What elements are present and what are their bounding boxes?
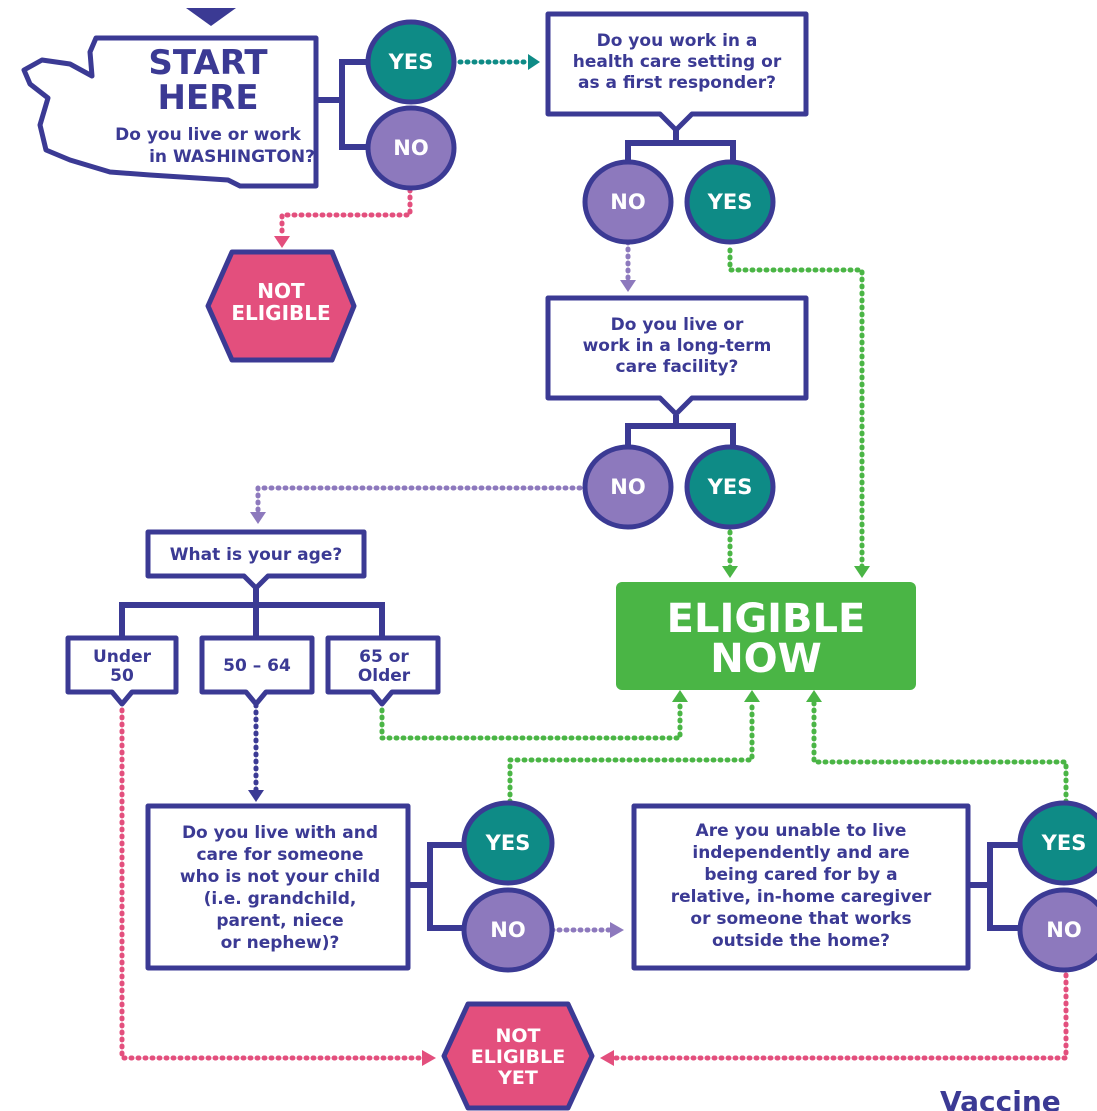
connector-no-to-age bbox=[255, 485, 583, 517]
start-question-line1: Do you live or work bbox=[115, 125, 301, 145]
start-question-line2: in WASHINGTON? bbox=[149, 147, 315, 167]
footer-partial-text: Vaccine bbox=[940, 1085, 1061, 1111]
age-under50-line1: Under bbox=[93, 647, 152, 667]
care-question-line1: Do you live with and bbox=[182, 823, 378, 843]
connector-care-yes-to-eligible bbox=[507, 699, 755, 805]
care-question-line2: care for someone bbox=[196, 845, 363, 865]
independent-question-line5: or someone that works bbox=[690, 909, 911, 929]
independent-yes-circle: YES bbox=[1017, 800, 1097, 886]
not-eligible-line1: NOT bbox=[257, 279, 305, 303]
health-question-line3: as a first responder? bbox=[578, 73, 776, 93]
connector-indep-no-to-not-yet bbox=[609, 972, 1069, 1061]
start-no-circle: NO bbox=[365, 105, 457, 191]
health-no-label: NO bbox=[610, 190, 645, 214]
care-question-line5: parent, niece bbox=[216, 911, 343, 931]
age-50-64-label: 50 – 64 bbox=[223, 656, 291, 676]
independent-yes-label: YES bbox=[1041, 831, 1087, 855]
start-title-line2: HERE bbox=[157, 78, 258, 118]
connector-no-to-not-eligible bbox=[279, 187, 413, 239]
not-eligible-line2: ELIGIBLE bbox=[231, 301, 330, 325]
independent-question-node: Are you unable to live independently and… bbox=[631, 803, 971, 971]
connector-health-yes-to-eligible bbox=[727, 247, 865, 571]
age-question-label: What is your age? bbox=[170, 545, 342, 565]
independent-question-line6: outside the home? bbox=[712, 931, 890, 951]
age-option-under-50: Under 50 bbox=[65, 635, 179, 707]
ltc-question-line3: care facility? bbox=[616, 357, 739, 377]
health-question-line1: Do you work in a bbox=[597, 31, 758, 51]
health-question-line2: health care setting or bbox=[573, 52, 782, 72]
care-yes-label: YES bbox=[485, 831, 531, 855]
washington-outline-icon bbox=[21, 35, 319, 189]
age-option-50-64: 50 – 64 bbox=[199, 635, 315, 707]
start-pointer-icon bbox=[186, 8, 236, 26]
start-no-label: NO bbox=[393, 136, 428, 160]
age-65-line1: 65 or bbox=[359, 647, 409, 667]
arrowheads bbox=[248, 54, 870, 1066]
health-yes-circle: YES bbox=[684, 159, 776, 245]
connector-under50-to-not-yet bbox=[119, 707, 427, 1061]
independent-question-line4: relative, in-home caregiver bbox=[671, 887, 932, 907]
eligible-now-node: ELIGIBLE NOW bbox=[616, 582, 916, 690]
care-question-line3: who is not your child bbox=[180, 867, 380, 887]
start-yes-label: YES bbox=[388, 50, 434, 74]
health-no-circle: NO bbox=[582, 159, 674, 245]
age-option-65-older: 65 or Older bbox=[325, 635, 441, 707]
care-yes-circle: YES bbox=[461, 800, 555, 886]
independent-question-line1: Are you unable to live bbox=[696, 821, 907, 841]
independent-no-circle: NO bbox=[1017, 887, 1097, 973]
not-eligible-node: NOT ELIGIBLE bbox=[205, 249, 357, 363]
ltc-no-label: NO bbox=[610, 475, 645, 499]
ltc-question-line1: Do you live or bbox=[611, 315, 744, 335]
ltc-question-node: Do you live or work in a long-term care … bbox=[545, 295, 809, 417]
not-eligible-yet-node: NOT ELIGIBLE YET bbox=[441, 1001, 595, 1111]
age-65-line2: Older bbox=[358, 666, 411, 686]
start-yes-circle: YES bbox=[365, 19, 457, 105]
eligible-now-line1: ELIGIBLE bbox=[667, 596, 866, 642]
not-eligible-yet-line3: YET bbox=[497, 1067, 538, 1089]
ltc-question-line2: work in a long-term bbox=[583, 336, 772, 356]
independent-question-line3: being cared for by a bbox=[704, 865, 897, 885]
connector-65-to-eligible bbox=[379, 699, 683, 741]
start-title-line1: START bbox=[148, 43, 268, 83]
ltc-yes-label: YES bbox=[707, 475, 753, 499]
care-question-line6: or nephew)? bbox=[221, 933, 340, 953]
not-eligible-yet-line1: NOT bbox=[495, 1025, 540, 1047]
age-under50-line2: 50 bbox=[110, 666, 134, 686]
ltc-yes-circle: YES bbox=[684, 444, 776, 530]
eligible-now-line2: NOW bbox=[710, 636, 822, 682]
connector-indep-yes-to-eligible bbox=[811, 699, 1069, 805]
care-no-circle: NO bbox=[461, 887, 555, 973]
ltc-no-circle: NO bbox=[582, 444, 674, 530]
independent-no-label: NO bbox=[1046, 918, 1081, 942]
health-yes-label: YES bbox=[707, 190, 753, 214]
care-question-line4: (i.e. grandchild, bbox=[204, 889, 357, 909]
care-no-label: NO bbox=[490, 918, 525, 942]
start-node: START HERE Do you live or work in WASHIN… bbox=[21, 8, 319, 189]
age-question-node: What is your age? bbox=[145, 529, 367, 591]
health-question-node: Do you work in a health care setting or … bbox=[545, 11, 809, 133]
not-eligible-yet-line2: ELIGIBLE bbox=[471, 1046, 565, 1068]
care-question-node: Do you live with and care for someone wh… bbox=[145, 803, 411, 971]
independent-question-line2: independently and are bbox=[692, 843, 909, 863]
